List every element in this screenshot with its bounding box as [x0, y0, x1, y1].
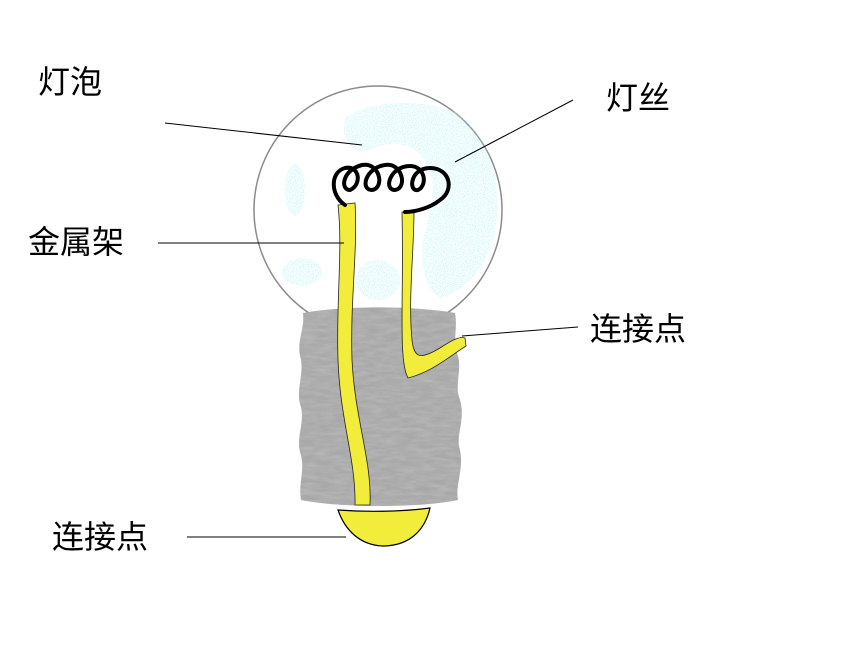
- left-support-wire: [337, 202, 371, 506]
- label-side-contact: 连接点: [590, 310, 687, 348]
- label-metal-frame: 金属架: [28, 223, 125, 261]
- leader-line-filament: [454, 99, 574, 163]
- filament-coil: [331, 162, 451, 214]
- label-bottom-contact: 连接点: [52, 518, 149, 556]
- leader-line-contact-side: [461, 326, 579, 337]
- leader-line-bulb: [164, 122, 363, 146]
- bottom-contact: [337, 507, 431, 547]
- label-bulb: 灯泡: [38, 63, 103, 101]
- label-filament: 灯丝: [606, 79, 671, 117]
- right-support-wire: [401, 211, 467, 379]
- glass-tint: [282, 102, 498, 300]
- base-texture: [298, 307, 462, 506]
